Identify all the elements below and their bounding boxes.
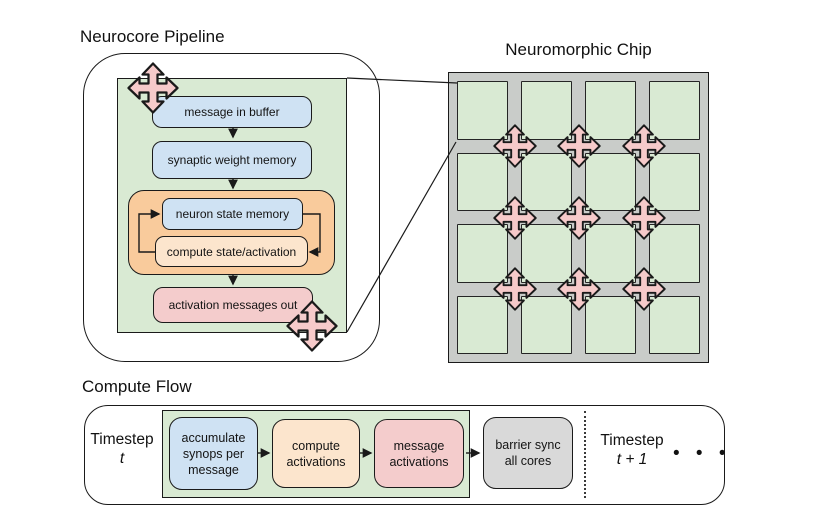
compute-flow-title: Compute Flow: [82, 377, 192, 396]
router-icon: [286, 300, 338, 352]
timestep-next-label: Timestep: [600, 432, 664, 449]
neuron-state-memory-label: neuron state memory: [175, 207, 290, 221]
core-cell: [585, 81, 636, 140]
step-line: accumulate: [181, 430, 246, 445]
timestep-next: Timestep t + 1: [596, 431, 668, 469]
core-cell: [585, 152, 636, 211]
step-line: message: [188, 462, 239, 477]
core-cell: [457, 152, 508, 211]
core-cell: [457, 295, 508, 354]
core-cell: [521, 81, 572, 140]
core-cell: [649, 224, 700, 283]
pipeline-title: Neurocore Pipeline: [80, 27, 225, 46]
compute-state-activation-box: compute state/activation: [155, 236, 308, 267]
activation-messages-out-label: activation messages out: [168, 298, 298, 312]
core-grid: [457, 81, 700, 354]
core-cell: [521, 295, 572, 354]
core-cell: [649, 295, 700, 354]
step-line: compute: [292, 438, 340, 453]
continuation-ellipsis: • • •: [673, 443, 728, 464]
router-icon: [127, 62, 179, 114]
core-cell: [585, 295, 636, 354]
router-icon: [622, 196, 666, 240]
timestep-current-value: t: [119, 450, 125, 467]
step-line: message: [393, 438, 445, 453]
core-cell: [457, 224, 508, 283]
step-line: all cores: [504, 454, 552, 468]
core-cell: [649, 81, 700, 140]
step-line: activations: [389, 454, 449, 469]
core-cell: [457, 81, 508, 140]
step-line: activations: [286, 454, 346, 469]
router-icon: [622, 124, 666, 168]
core-cell: [521, 152, 572, 211]
step-line: synops per: [182, 446, 245, 461]
timestep-current: Timestep t: [86, 430, 158, 468]
router-icon: [493, 124, 537, 168]
neuron-state-memory-box: neuron state memory: [162, 198, 303, 230]
router-icon: [622, 267, 666, 311]
router-icon: [557, 267, 601, 311]
neuromorphic-chip: [448, 72, 709, 363]
message-in-buffer-label: message in buffer: [184, 105, 280, 119]
core-cell: [649, 152, 700, 211]
core-cell: [585, 224, 636, 283]
timestep-current-label: Timestep: [90, 431, 154, 448]
core-cell: [521, 224, 572, 283]
barrier-sync-box: barrier sync all cores: [483, 417, 573, 489]
message-activations-box: message activations: [374, 419, 464, 488]
compute-activations-box: compute activations: [272, 419, 360, 488]
message-in-buffer-box: message in buffer: [152, 96, 312, 128]
timestep-divider: [584, 411, 586, 498]
step-line: barrier sync: [495, 438, 561, 452]
timestep-next-value: t + 1: [616, 451, 648, 468]
router-icon: [493, 196, 537, 240]
synaptic-weight-memory-box: synaptic weight memory: [152, 141, 312, 179]
accumulate-synops-box: accumulate synops per message: [169, 417, 258, 490]
activation-messages-out-box: activation messages out: [153, 287, 313, 323]
router-icon: [557, 124, 601, 168]
chip-title: Neuromorphic Chip: [505, 40, 652, 59]
synaptic-weight-memory-label: synaptic weight memory: [167, 153, 297, 167]
router-icon: [557, 196, 601, 240]
router-icon: [493, 267, 537, 311]
compute-state-activation-label: compute state/activation: [166, 244, 297, 259]
